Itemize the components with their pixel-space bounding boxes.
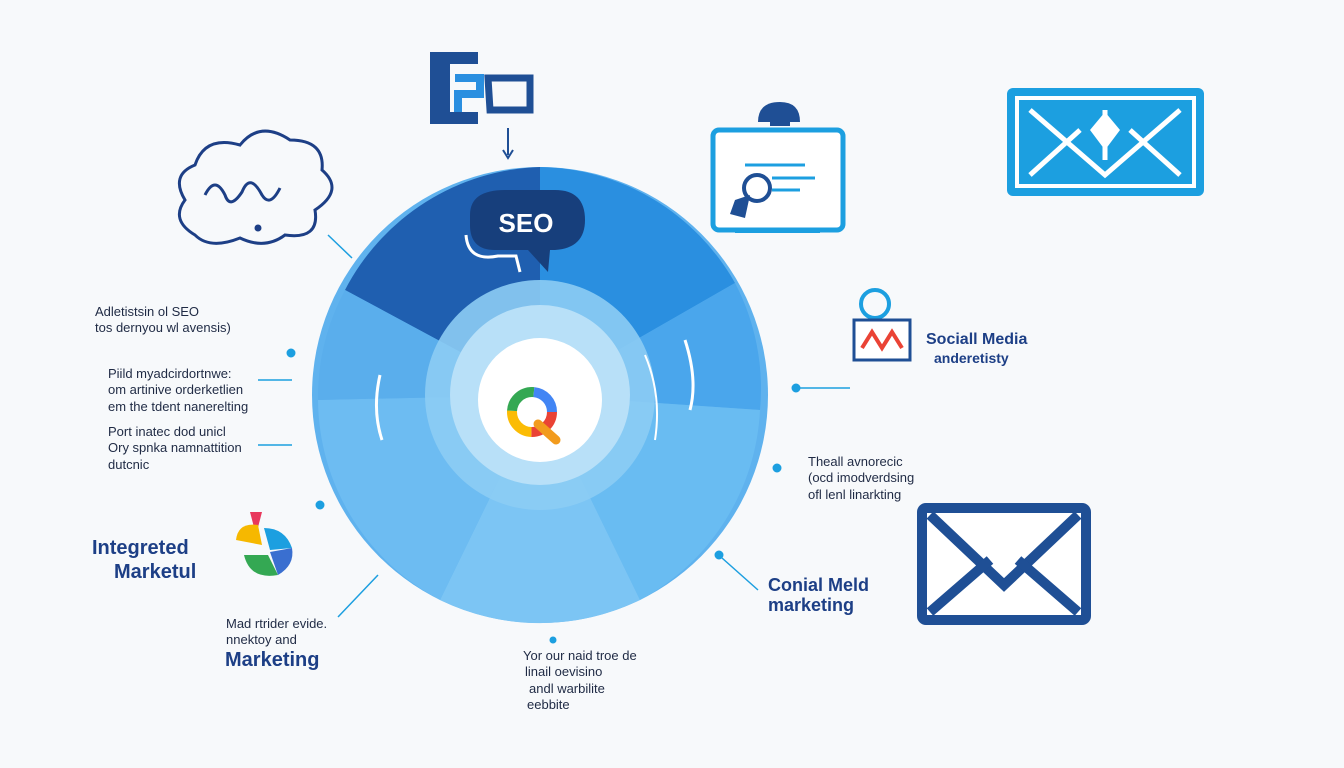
wheel-center	[478, 338, 602, 462]
marketing-block-line2: nnektoy and	[226, 632, 297, 648]
left-label-3-line2: Ory spnka namnattition	[108, 440, 242, 456]
left-label-2-line2: om artinive orderketlien	[108, 382, 244, 398]
conial-media-label: Conial Meld marketing	[768, 575, 870, 616]
bottom-center-line3: andl warbilite	[529, 680, 605, 696]
person-frame-icon	[852, 288, 912, 362]
brain-cloud-icon	[177, 129, 334, 245]
left-label-2-line3: em the tdent nanerelting	[108, 398, 249, 414]
seo-bubble-text: SEO	[499, 208, 554, 238]
email-ad-line1: Theall avnorecic	[808, 454, 903, 469]
left-label-3-line3: dutcnic	[108, 456, 150, 472]
left-label-3-line1: Port inatec dod unicl	[108, 424, 226, 439]
social-media-line2: anderetisty	[934, 350, 1009, 366]
email-ad-label: Theall avnorecic (ocd imodverdsing ofl l…	[808, 454, 914, 503]
left-label-2-line1: Piild myadcirdortnwe:	[108, 366, 232, 381]
bottom-center-label: Yor our naid troe de linail oevisino and…	[523, 648, 637, 713]
integrated-line1: Integreted	[92, 537, 189, 559]
network-banner-icon	[1007, 88, 1204, 196]
left-label-1-line2: tos dernyou wl avensis)	[95, 320, 231, 336]
bottom-center-line2: linail oevisino	[525, 664, 603, 680]
clipboard-icon	[710, 102, 846, 233]
conial-media-line2: marketing	[768, 594, 855, 615]
marketing-block-line1: Mad rtrider evide.	[226, 616, 328, 631]
social-media-line1: Sociall Media	[926, 331, 1028, 348]
email-envelope-icon	[917, 503, 1091, 625]
color-wheel-icon	[236, 512, 293, 576]
bottom-center-line4: eebbite	[527, 696, 570, 712]
conial-media-line1: Conial Meld	[768, 575, 870, 595]
integrated-line2: Marketul	[114, 561, 197, 583]
marketing-block: Mad rtrider evide. nnektoy and	[226, 616, 327, 649]
google-q-icon	[507, 387, 561, 445]
left-label-3: Port inatec dod unicl Ory spnka namnatti…	[108, 424, 242, 473]
left-label-1: Adletistsin ol SEO tos dernyou wl avensi…	[95, 304, 231, 337]
left-label-1-line1: Adletistsin ol SEO	[95, 304, 200, 319]
email-ad-line3: ofl lenl linarkting	[808, 486, 902, 502]
connectors	[258, 348, 850, 644]
left-label-2: Piild myadcirdortnwe: om artinive orderk…	[108, 366, 248, 415]
social-media-label: Sociall Media anderetisty	[926, 330, 1027, 368]
bottom-center-line1: Yor our naid troe de	[523, 648, 637, 663]
brand-logo-icon	[430, 52, 534, 160]
seo-wheel	[312, 167, 768, 624]
marketing-title: Marketing	[225, 649, 320, 671]
seo-bubble: SEO	[464, 190, 585, 273]
email-ad-line2: (ocd imodverdsing	[808, 470, 915, 486]
integrated-marketing-label: Integreted Marketul	[92, 536, 196, 584]
